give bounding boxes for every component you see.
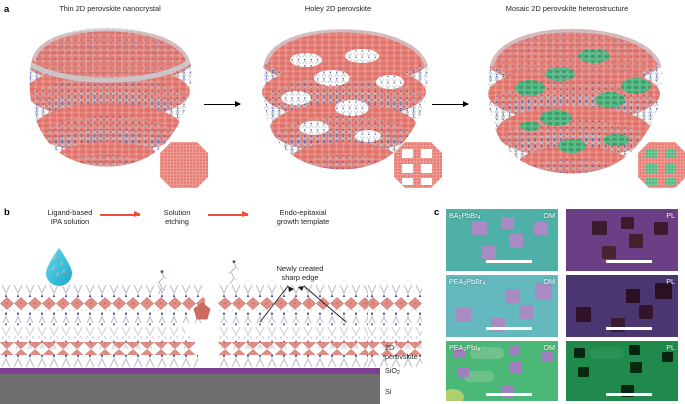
om-row3-haze-2 bbox=[464, 371, 494, 382]
pl-row1-flake-3 bbox=[654, 222, 668, 235]
om-row3-yellow-artifact bbox=[446, 389, 464, 401]
om-row1-flake-2 bbox=[501, 217, 514, 229]
om-row1-flake-1 bbox=[472, 221, 487, 235]
pl-row3-modality-tag: PL bbox=[666, 343, 675, 352]
panel-b-step-2-line-1: Solution bbox=[163, 208, 191, 217]
om-row2-scalebar bbox=[486, 327, 532, 330]
om-row1-flake-3 bbox=[534, 222, 548, 235]
micrograph-pl-row2[interactable]: PL bbox=[566, 275, 678, 337]
panel-b-step-3-line-1: Endo-epitaxial bbox=[279, 208, 327, 217]
panel-b-letter: b bbox=[4, 207, 10, 218]
crystal-pristine bbox=[8, 20, 206, 180]
ipa-droplet-icon bbox=[42, 246, 76, 293]
panel-a-arrow-1 bbox=[204, 101, 241, 107]
om-row1-flake-4 bbox=[509, 234, 523, 248]
pl-row1-modality-tag: PL bbox=[666, 211, 675, 220]
inset-mosaic-lattice bbox=[636, 140, 685, 195]
om-row2-flake-2 bbox=[535, 283, 552, 299]
om-row3-flake-5 bbox=[458, 367, 469, 377]
micrograph-pl-row1[interactable]: PL bbox=[566, 209, 678, 271]
om-row2-flake-1 bbox=[506, 289, 520, 303]
crystal-mosaic bbox=[468, 18, 678, 184]
om-row2-flake-4 bbox=[456, 307, 471, 322]
pl-row3-haze-1 bbox=[590, 347, 624, 359]
detached-octahedron bbox=[192, 302, 212, 322]
layer-label-2d-line2: perovskite bbox=[385, 352, 418, 361]
crystal-holey bbox=[244, 20, 442, 180]
panel-b-step-1-line-2: IPA solution bbox=[50, 217, 90, 227]
sharp-edge-annotation: Newly created sharp edge bbox=[258, 264, 342, 282]
pl-row3-flake-4 bbox=[630, 362, 642, 373]
panel-c-letter: c bbox=[434, 207, 440, 218]
om-row3-haze-1 bbox=[470, 347, 504, 359]
panel-a-caption-1: Thin 2D perovskite nanocrystal bbox=[59, 4, 161, 13]
layer-label-si: Si bbox=[385, 387, 392, 396]
om-row3-material-label: PEA2PbI4 bbox=[449, 343, 480, 354]
pl-row1-scalebar bbox=[606, 260, 652, 263]
panel-b-arrow-1 bbox=[100, 211, 141, 217]
pl-row3-flake-1 bbox=[574, 348, 585, 358]
pl-row2-flake-3 bbox=[639, 305, 653, 319]
micrograph-om-row1[interactable]: BA2PbBr4 OM bbox=[446, 209, 558, 271]
schematic-slab-middle bbox=[218, 284, 368, 376]
si-substrate-layer bbox=[0, 374, 380, 404]
free-ligand-1 bbox=[154, 268, 180, 298]
sharp-edge-leaders bbox=[259, 285, 347, 323]
pl-row2-scalebar bbox=[606, 327, 652, 330]
pl-row1-flake-2 bbox=[621, 217, 634, 229]
panel-b-step-1: Ligand-based IPA solution bbox=[22, 208, 118, 226]
pl-row1-flake-1 bbox=[592, 221, 607, 235]
layer-label-2d-line1: 2D bbox=[385, 343, 395, 352]
micrograph-om-row2[interactable]: PEA2PbBr4 OM bbox=[446, 275, 558, 337]
pl-row2-modality-tag: PL bbox=[666, 277, 675, 286]
om-row1-modality-tag: OM bbox=[543, 211, 555, 220]
micrograph-pl-row3[interactable]: PL bbox=[566, 341, 678, 401]
om-row3-flake-4 bbox=[510, 362, 522, 373]
om-row1-material-label: BA2PbBr4 bbox=[449, 211, 481, 222]
panel-b-step-3-line-2: growth template bbox=[276, 217, 330, 227]
pl-row2-flake-4 bbox=[576, 307, 591, 322]
om-row3-scalebar bbox=[486, 393, 532, 396]
pl-row3-flake-3 bbox=[662, 352, 673, 362]
panel-b-step-2: Solution etching bbox=[145, 208, 209, 226]
om-row1-scalebar bbox=[486, 260, 532, 263]
pl-row2-flake-1 bbox=[626, 289, 640, 303]
panel-b-step-2-line-2: etching bbox=[165, 217, 189, 227]
om-row3-flake-3 bbox=[542, 352, 553, 362]
panel-b-step-3: Endo-epitaxial growth template bbox=[248, 208, 358, 226]
panel-b-step-1-line-1: Ligand-based bbox=[47, 208, 93, 217]
layer-label-sio2: SiO2 bbox=[385, 366, 400, 378]
pl-row2-flake-2 bbox=[655, 283, 672, 299]
om-row2-modality-tag: OM bbox=[543, 277, 555, 286]
pl-row3-flake-5 bbox=[578, 367, 589, 377]
panel-a-caption-2: Holey 2D perovskite bbox=[304, 4, 372, 13]
om-row3-flake-1 bbox=[454, 348, 465, 358]
panel-a-caption-3: Mosaic 2D perovskite heterostructure bbox=[505, 4, 629, 13]
om-row3-modality-tag: OM bbox=[543, 343, 555, 352]
pl-row1-flake-5 bbox=[602, 246, 616, 259]
inset-holey-lattice bbox=[392, 140, 444, 195]
om-row2-material-label: PEA2PbBr4 bbox=[449, 277, 486, 288]
schematic-slab-left bbox=[0, 284, 250, 376]
sharp-edge-line-2: sharp edge bbox=[281, 273, 319, 283]
om-row1-flake-5 bbox=[482, 246, 496, 259]
pl-row1-flake-4 bbox=[629, 234, 643, 248]
sharp-edge-line-1: Newly created bbox=[276, 264, 324, 273]
sio2-layer bbox=[0, 368, 380, 374]
layer-label-sio2-sub: 2 bbox=[396, 370, 400, 377]
om-row2-flake-3 bbox=[519, 305, 533, 319]
layer-label-sio2-text: SiO bbox=[385, 366, 397, 375]
free-ligand-2 bbox=[226, 258, 252, 288]
panel-a-arrow-2 bbox=[432, 101, 469, 107]
inset-pristine-lattice bbox=[158, 140, 210, 195]
micrograph-om-row3[interactable]: PEA2PbI4 OM bbox=[446, 341, 558, 401]
layer-label-2d-perovskite: 2D perovskite bbox=[385, 343, 445, 361]
panel-a-letter: a bbox=[4, 4, 10, 15]
om-row3-flake-2 bbox=[509, 345, 520, 355]
panel-b-arrow-2 bbox=[208, 211, 249, 217]
pl-row3-scalebar bbox=[606, 393, 652, 396]
pl-row3-flake-2 bbox=[629, 345, 640, 355]
schematic-slab-right bbox=[366, 284, 422, 376]
